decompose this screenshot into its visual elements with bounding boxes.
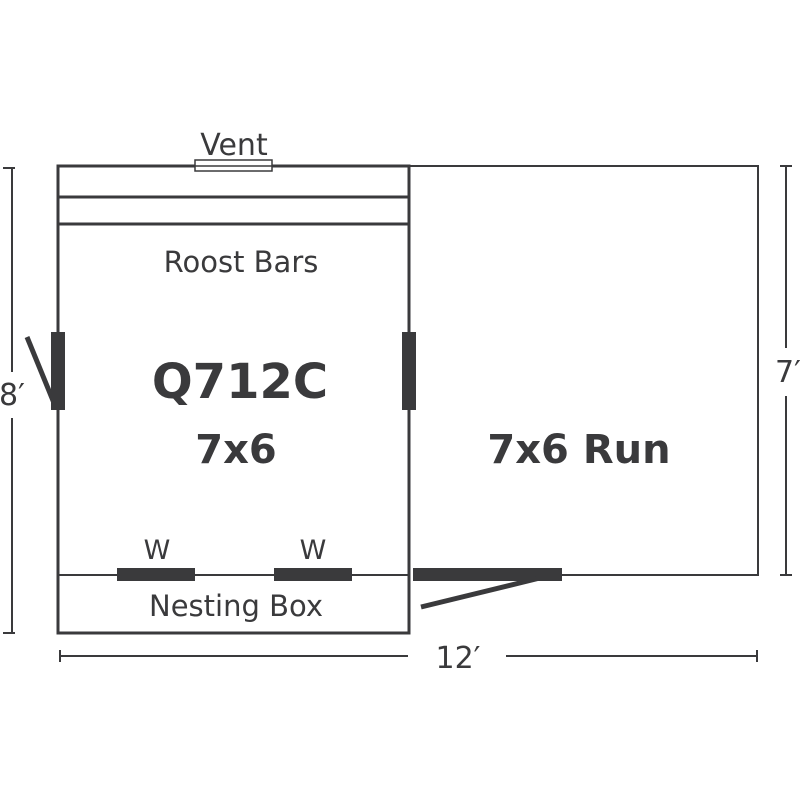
run-outline bbox=[409, 165, 759, 576]
run-label: 7x6 Run bbox=[487, 427, 670, 473]
left-door bbox=[51, 332, 65, 410]
vent-label: Vent bbox=[200, 128, 268, 163]
right-height-label: 7′ bbox=[775, 355, 800, 390]
total-width-label: 12′ bbox=[436, 641, 481, 676]
run-door bbox=[413, 568, 562, 581]
coop-size-label: 7x6 bbox=[195, 427, 276, 473]
middle-door bbox=[402, 332, 416, 410]
nesting-box-label: Nesting Box bbox=[149, 589, 323, 623]
left-height-label: 8′ bbox=[0, 378, 25, 413]
left-door-swing bbox=[24, 336, 57, 404]
window-left-label: W bbox=[144, 535, 171, 566]
window-right-label: W bbox=[300, 535, 327, 566]
model-label: Q712C bbox=[152, 354, 328, 410]
roost-bars-label: Roost Bars bbox=[164, 245, 319, 279]
run-door-swing bbox=[420, 573, 549, 610]
window-right bbox=[274, 568, 352, 581]
window-left bbox=[117, 568, 195, 581]
